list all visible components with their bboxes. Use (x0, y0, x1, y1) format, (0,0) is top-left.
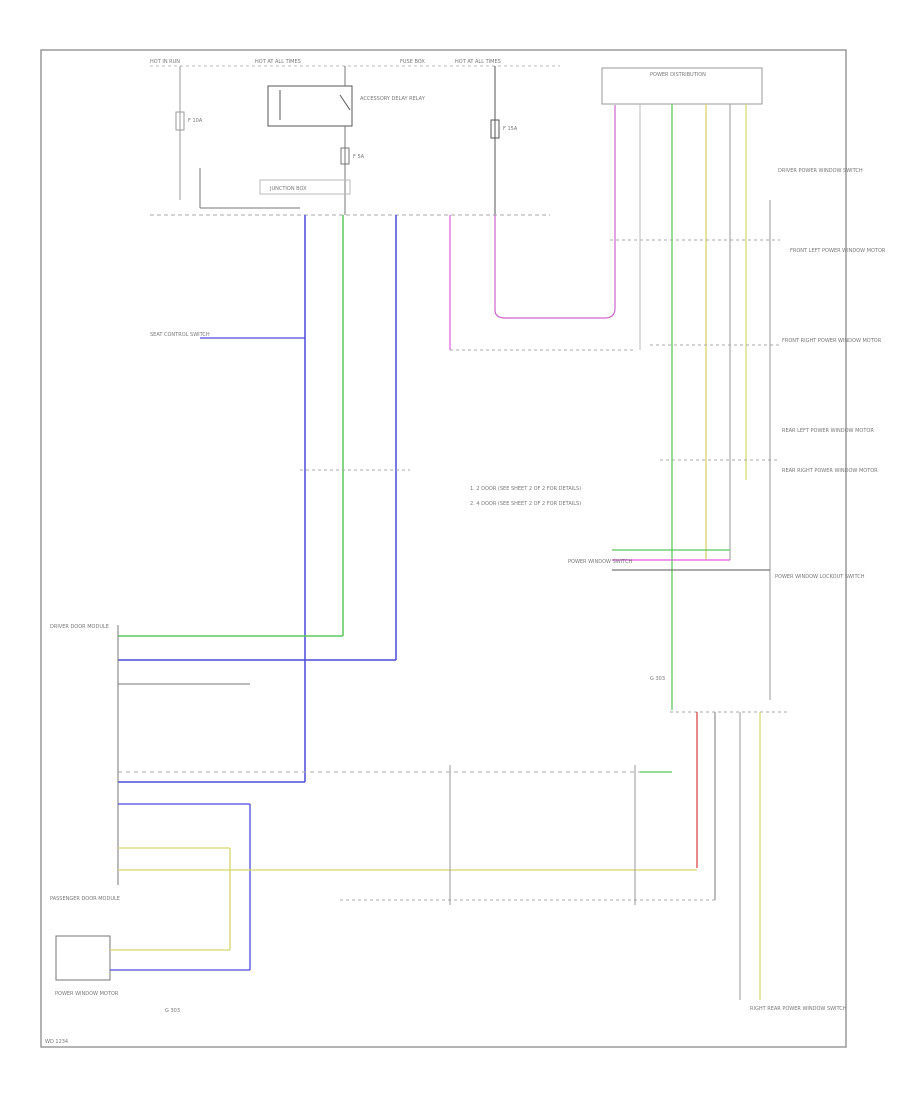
hot-in-run-label: HOT IN RUN (150, 59, 180, 65)
power-dist-box (601, 67, 763, 105)
relay-contact-icon (339, 94, 351, 111)
note-1: 1. 2 DOOR (SEE SHEET 2 OF 2 FOR DETAILS) (470, 486, 581, 492)
fuse-a-label: F 10A (188, 118, 203, 124)
ground-label-2: G 303 (165, 1008, 180, 1014)
bottom-module-label: RIGHT REAR POWER WINDOW SWITCH (750, 1006, 847, 1012)
fuse-c-icon (490, 119, 500, 139)
junction-left-box (259, 179, 351, 195)
right-section: POWER DISTRIBUTION DRIVER POWER WINDOW S… (568, 67, 886, 1012)
note-2: 2. 4 DOOR (SEE SHEET 2 OF 2 FOR DETAILS) (470, 501, 581, 507)
module-left-label: DRIVER DOOR MODULE (50, 624, 109, 630)
fuse-b-label: F 5A (353, 154, 365, 160)
right-label-3: FRONT RIGHT POWER WINDOW MOTOR (782, 338, 882, 344)
hot-at-all-times-label: HOT AT ALL TIMES (255, 59, 301, 65)
hot-at-all-times-2-label: HOT AT ALL TIMES (455, 59, 501, 65)
relay-box (267, 85, 353, 127)
wire-dark-pink (494, 105, 616, 319)
right-label-2: FRONT LEFT POWER WINDOW MOTOR (790, 248, 886, 254)
fuse-box-label: FUSE BOX (400, 59, 425, 65)
relay-label: ACCESSORY DELAY RELAY (360, 96, 426, 102)
module-left-label-2: PASSENGER DOOR MODULE (50, 896, 120, 902)
right-label-4: REAR LEFT POWER WINDOW MOTOR (782, 428, 874, 434)
left-connector-label: POWER WINDOW SWITCH (568, 559, 632, 565)
lower-box-label: POWER WINDOW MOTOR (55, 991, 119, 997)
ground-label: G 303 (650, 676, 665, 682)
left-module-section: DRIVER DOOR MODULE PASSENGER DOOR MODULE… (50, 624, 715, 1014)
fuse-a-icon (175, 111, 185, 131)
junction-left-label: JUNCTION BOX (269, 186, 307, 192)
right-label-6: POWER WINDOW LOCKOUT SWITCH (775, 574, 865, 580)
top-power-section: HOT IN RUN HOT AT ALL TIMES HOT AT ALL T… (150, 59, 560, 215)
diagram-border (40, 49, 847, 1048)
footer-code: WD 1234 (45, 1039, 68, 1045)
fuse-b-icon (340, 147, 350, 165)
right-label-5: REAR RIGHT POWER WINDOW MOTOR (782, 468, 878, 474)
lower-box (55, 935, 111, 981)
right-label-1: DRIVER POWER WINDOW SWITCH (778, 168, 863, 174)
seat-control-label: SEAT CONTROL SWITCH (150, 332, 210, 338)
fuse-c-label: F 15A (503, 126, 518, 132)
middle-wires: SEAT CONTROL SWITCH 1. 2 DOOR (SEE SHEET… (118, 105, 635, 783)
power-dist-label: POWER DISTRIBUTION (650, 72, 706, 78)
